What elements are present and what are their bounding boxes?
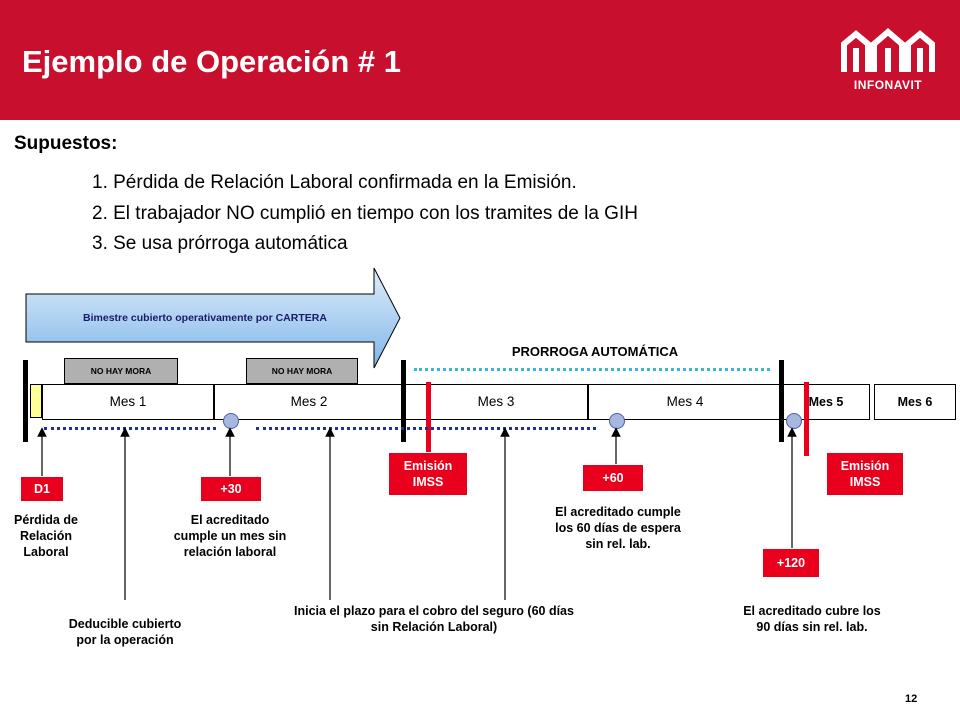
box-emision-imss-2: Emisión IMSS [826, 452, 904, 496]
label-inicia-plazo: Inicia el plazo para el cobro del seguro… [294, 604, 574, 634]
emision-bar-1 [426, 382, 431, 456]
header-band [0, 0, 960, 120]
no-mora-tag-1: NO HAY MORA [64, 358, 178, 384]
cartera-arrow-label: Bimestre cubierto operativamente por CAR… [83, 312, 327, 324]
label-acreditado-60: El acreditado cumple los 60 días de espe… [555, 505, 681, 551]
month-box-6: Mes 6 [874, 384, 956, 420]
emision-2-line-1: Emisión [840, 459, 890, 473]
timeline-divider-end [779, 360, 784, 442]
no-mora-tag-2: NO HAY MORA [246, 358, 358, 384]
cartera-arrow-icon [25, 267, 401, 369]
month-box-3: Mes 3 [404, 384, 588, 420]
box-plus-30: +30 [200, 476, 262, 502]
logo-text: INFONAVIT [853, 78, 923, 92]
prorroga-dotted-line [414, 368, 770, 371]
infonavit-logo-icon [841, 28, 935, 72]
supuesto-item-2: 2. El trabajador NO cumplió en tiempo co… [92, 203, 638, 224]
label-cubre-90: El acreditado cubre los 90 días sin rel.… [743, 604, 881, 634]
emision-2-line-2: IMSS [849, 475, 881, 489]
emision-1-line-1: Emisión [403, 459, 453, 473]
month-box-1: Mes 1 [42, 384, 214, 420]
emision-bar-2 [804, 382, 809, 456]
box-plus-60: +60 [582, 464, 644, 492]
box-plus-120: +120 [762, 548, 820, 578]
month-box-5: Mes 5 [782, 384, 870, 420]
label-deducible: Deducible cubierto por la operación [68, 617, 182, 647]
box-d1: D1 [20, 476, 64, 502]
blue-dotted-line-2 [256, 427, 596, 430]
emision-1-line-2: IMSS [412, 475, 444, 489]
prorroga-label: PRORROGA AUTOMÁTICA [511, 344, 679, 359]
box-emision-imss-1: Emisión IMSS [388, 452, 468, 496]
label-acreditado-mes: El acreditado cumple un mes sin relación… [173, 513, 287, 559]
blue-dotted-line-1 [44, 427, 216, 430]
timeline-divider-mid [401, 360, 406, 442]
deducible-marker [30, 384, 42, 418]
month-box-2: Mes 2 [214, 384, 404, 420]
supuesto-item-1: 1. Pérdida de Relación Laboral confirmad… [92, 172, 577, 193]
supuesto-item-3: 3. Se usa prórroga automática [92, 233, 348, 254]
timeline-divider-start [23, 360, 28, 442]
label-perdida-relacion: Pérdida de Relación Laboral [14, 513, 78, 559]
supuestos-heading: Supuestos: [14, 133, 118, 154]
page-title: Ejemplo de Operación # 1 [22, 44, 402, 79]
page-number: 12 [905, 693, 918, 705]
